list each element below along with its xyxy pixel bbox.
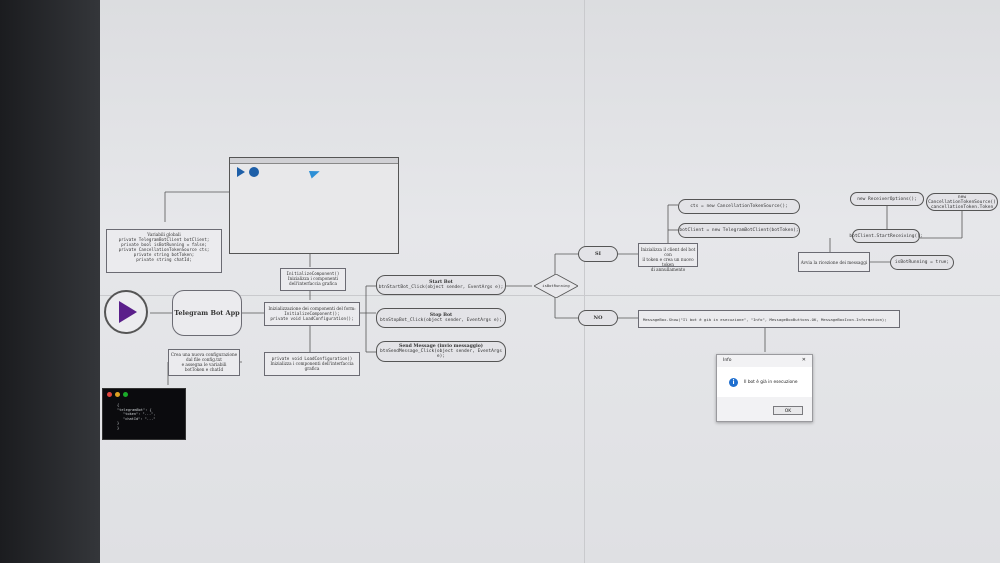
is-running-decision: isBotRunning [533,273,579,299]
window-titlebar [230,158,398,164]
config-note-line: botToken e chatId [184,367,224,372]
no-branch-node: NO [578,310,618,326]
init-node: Inizializzazione dei componenti del form… [264,302,360,326]
monitor-bezel [0,0,100,563]
terminal-line: "token": "...", [123,412,156,417]
maximize-dot-icon [123,392,128,397]
close-icon[interactable]: ✕ [801,357,806,363]
play-icon[interactable] [237,167,245,177]
terminal-line: } [117,421,120,426]
cancel-token-line: new CancellationTokenSource() [928,194,996,205]
window-controls [107,392,128,397]
app-window-preview [229,157,399,254]
globals-line: private TelegramBotClient botClient; [118,237,210,242]
init-client-line: il token e crea un nuovo token [642,257,694,267]
send-message-title: Send Message (invio messaggio) [399,344,483,349]
terminal-line: { [117,403,120,407]
config-note-line: dal file config.txt [186,357,222,362]
load-config-line: private void LoadConfiguration() [271,356,353,361]
minimize-dot-icon [115,392,120,397]
cts-code: cts = new CancellationTokenSource(); [690,204,788,209]
init-comp-line: InitializeComponent() [286,271,340,276]
telegram-icon [308,167,322,179]
dialog-message: Il bot è già in esecuzione [744,380,798,385]
config-note-line: e assegna le variabili [181,362,227,367]
info-icon: i [729,378,738,387]
start-bot-node: Start Bot btnStartBot_Click(object sende… [376,275,506,295]
globals-line: private string botToken; [133,252,195,257]
start-node[interactable] [104,290,148,334]
running-true-node: isBotRunning = true; [890,255,954,270]
yes-branch-node: SI [578,246,618,262]
config-note-line: Crea una nuova configurazione [170,352,238,357]
play-icon [119,301,137,323]
start-rx-note-text: Avvia la ricezione dei messaggi [800,259,868,265]
stop-icon[interactable] [249,167,259,177]
start-receiving-code: botClient.StartReceiving(); [849,233,923,239]
info-dialog: Info ✕ i Il bot è già in esecuzione OK [716,354,813,422]
terminal-window: { "telegramBot": { "token": "...", "chat… [102,388,186,440]
init-line: Inizializzazione dei componenti del form… [268,306,356,311]
globals-line: private string chatId; [136,257,192,262]
init-client-line: Inizializza il client del bot con [640,247,696,257]
start-bot-code: btnStartBot_Click(object sender, EventAr… [378,285,504,290]
stop-bot-node: Stop Bot btnStopBot_Click(object sender,… [376,308,506,328]
botclient-node: botClient = new TelegramBotClient(botTok… [678,223,800,238]
cts-node: cts = new CancellationTokenSource(); [678,199,800,214]
messagebox-code-node: MessageBox.Show("Il bot è già in esecuzi… [638,310,900,328]
page-divider [584,0,585,563]
terminal-body: { "telegramBot": { "token": "...", "chat… [117,403,155,431]
stop-bot-title: Stop Bot [429,313,453,318]
terminal-line: "telegramBot": { [117,407,152,412]
terminal-line: } [117,425,120,430]
globals-line: private bool isBotRunning = false; [121,242,207,247]
dialog-body: i Il bot è già in esecuzione [717,367,812,397]
start-receiving-note: Avvia la ricezione dei messaggi [798,252,870,272]
terminal-line: "chatId": "..." [123,416,156,421]
config-note: Crea una nuova configurazione dal file c… [168,349,240,376]
dialog-titlebar: Info ✕ [717,355,812,367]
decision-label: isBotRunning [542,283,570,288]
load-config-line: grafica [304,366,320,371]
main-app-label: Telegram Bot App [174,309,240,317]
page-divider [100,295,1000,296]
cancellation-token-node: new CancellationTokenSource() cancellati… [926,193,998,211]
init-line: private void LoadConfiguration(); [270,316,354,321]
no-label: NO [593,315,603,321]
globals-line: private CancellationTokenSource cts; [118,247,210,252]
initialize-component-node: InitializeComponent() Inizializza i comp… [280,268,346,291]
start-bot-title: Start Bot [429,280,453,285]
cancel-token-line: cancellationToken.Token [930,204,994,210]
botclient-code: botClient = new TelegramBotClient(botTok… [679,228,799,233]
stop-bot-code: btnStopBot_Click(object sender, EventArg… [380,318,502,323]
load-config-line: Inizializza i componenti dell'interfacci… [270,361,354,366]
init-comp-line: dell'interfaccia grafica [289,281,337,286]
send-message-code: btnSendMessage_Click(object sender, Even… [380,349,502,359]
receiver-options-node: new ReceiverOptions(); [850,192,924,206]
globals-box: Variabili globali private TelegramBotCli… [106,229,222,273]
receiver-options-code: new ReceiverOptions(); [857,196,917,202]
init-comp-line: Inizializza i componenti [287,276,339,281]
init-client-node: Inizializza il client del bot con il tok… [638,243,698,272]
close-dot-icon [107,392,112,397]
load-config-node: private void LoadConfiguration() Inizial… [264,352,360,376]
globals-line: Variabili globali [147,232,181,237]
yes-label: SI [595,251,601,257]
messagebox-code: MessageBox.Show("Il bot è già in esecuzi… [643,316,887,322]
init-client-line: di annullamento [650,267,686,272]
dialog-title: Info [723,358,732,363]
flowchart-canvas: Variabili globali private TelegramBotCli… [100,0,1000,563]
ok-button[interactable]: OK [773,406,803,415]
running-true-code: isBotRunning = true; [894,260,950,265]
send-message-node: Send Message (invio messaggio) btnSendMe… [376,341,506,362]
main-app-node: Telegram Bot App [172,290,242,336]
start-receiving-node: botClient.StartReceiving(); [849,229,923,243]
init-line: InitializeComponent(); [284,311,340,316]
